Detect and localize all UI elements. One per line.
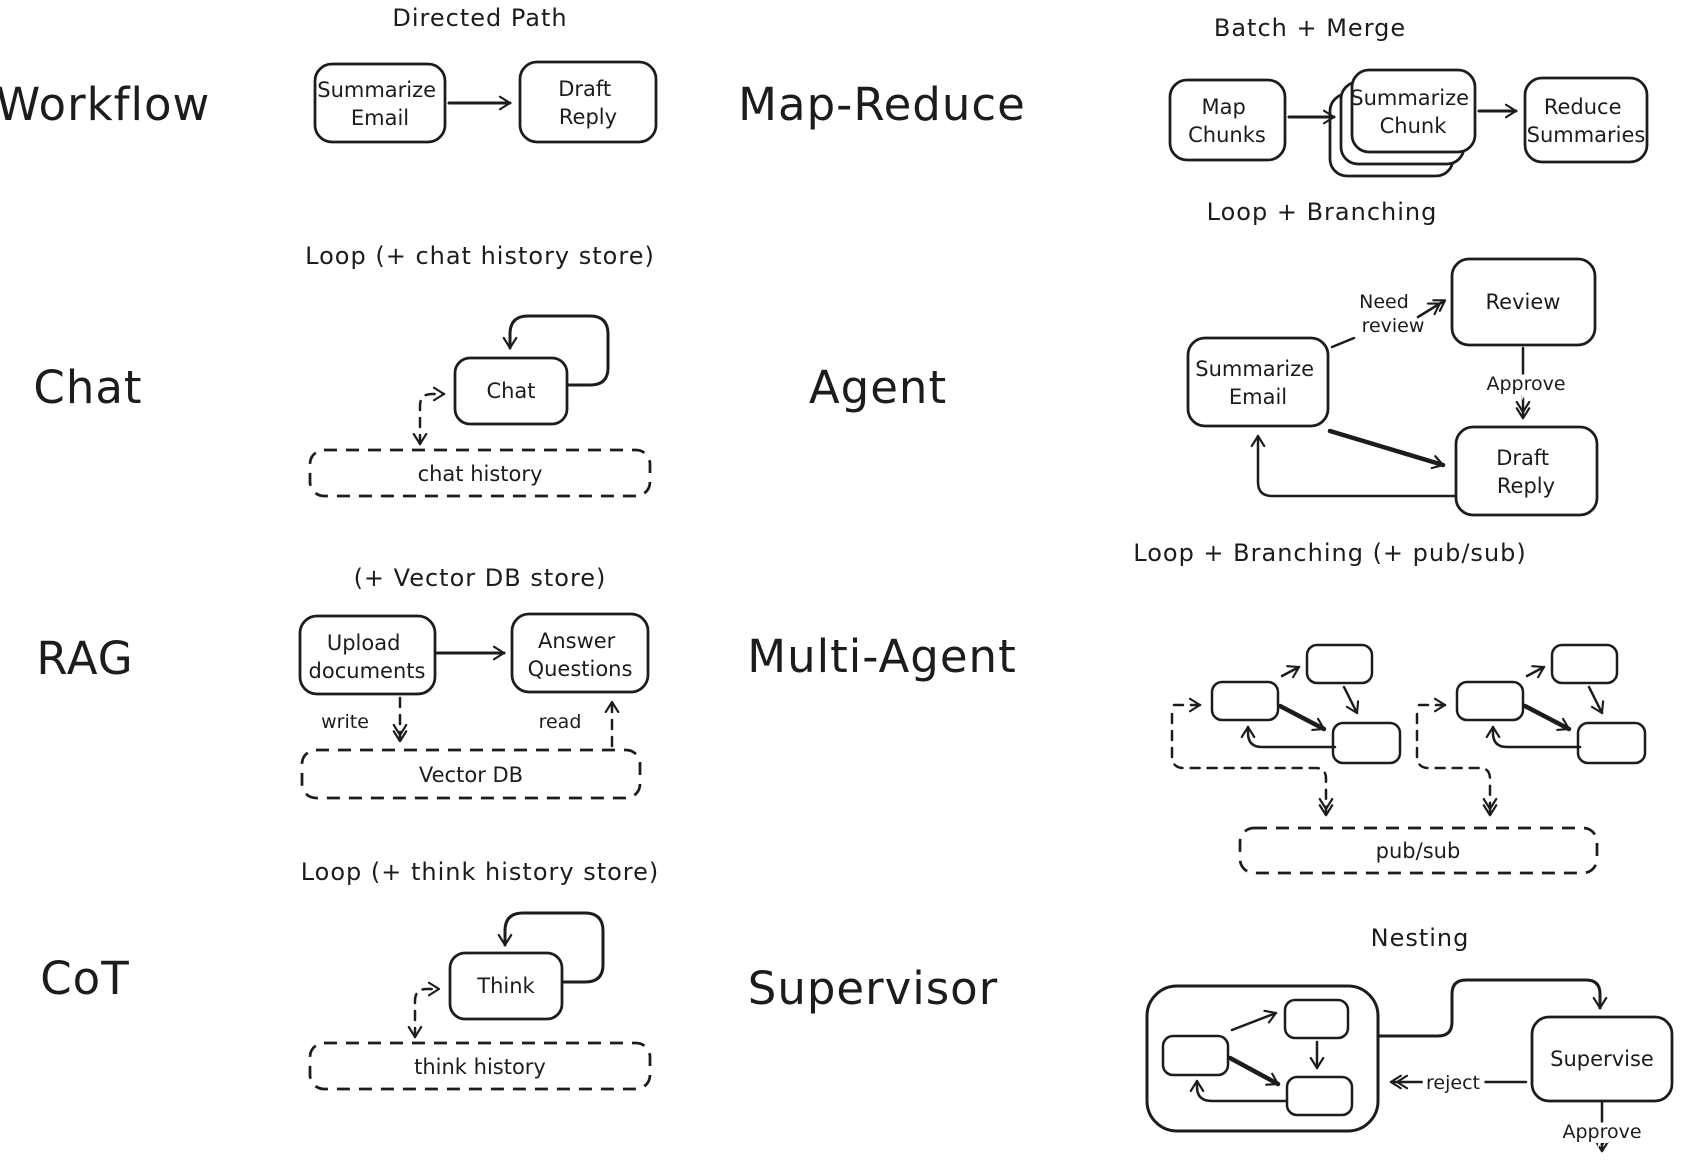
edge-supervise-approve-label: Approve bbox=[1562, 1121, 1641, 1143]
edge-chat-history-link bbox=[412, 386, 446, 446]
mini-edge bbox=[1525, 665, 1546, 679]
workflow-section: Workflow Directed Path Summarize Email D… bbox=[0, 4, 658, 144]
node-supervise-label: Supervise bbox=[1550, 1047, 1654, 1071]
edge-container-to-supervise bbox=[1376, 978, 1608, 1038]
store-chat-history-label: chat history bbox=[418, 462, 543, 486]
edge-need-review-label: Need review bbox=[1359, 291, 1424, 337]
rag-title: (+ Vector DB store) bbox=[354, 564, 607, 592]
chat-section: Chat Loop (+ chat history store) Chat ch… bbox=[33, 242, 655, 498]
store-chat-history bbox=[308, 448, 652, 498]
mini-edge-loop bbox=[1240, 725, 1337, 749]
map-reduce-label: Map-Reduce bbox=[738, 78, 1026, 131]
node-agent-draft-reply bbox=[1454, 425, 1599, 517]
edge-cluster-to-pubsub bbox=[1170, 712, 1334, 817]
node-summarize-email-label: Summarize Email bbox=[317, 78, 443, 130]
edge-think-history-link bbox=[407, 981, 441, 1039]
mini-node bbox=[1331, 721, 1402, 765]
mini-node bbox=[1305, 643, 1374, 685]
edge-read-label: read bbox=[539, 711, 582, 733]
mini-edge-loop bbox=[1189, 1079, 1289, 1103]
workflow-title: Directed Path bbox=[392, 4, 567, 32]
node-summarize-chunk bbox=[1350, 68, 1477, 154]
multi-agent-label: Multi-Agent bbox=[747, 630, 1016, 683]
node-reduce-summaries bbox=[1523, 76, 1649, 164]
node-think-label: Think bbox=[476, 974, 535, 998]
node-chat-label: Chat bbox=[486, 379, 535, 403]
chat-label: Chat bbox=[33, 361, 142, 414]
node-review-label: Review bbox=[1486, 290, 1561, 314]
node-reduce-summaries-label: Reduce Summaries bbox=[1527, 95, 1646, 147]
edge-cluster-to-pubsub bbox=[1415, 712, 1498, 817]
mini-edge bbox=[1342, 685, 1360, 715]
edge-summarize-to-draft-agent bbox=[1327, 428, 1446, 470]
multi-agent-cluster-right bbox=[1415, 643, 1647, 817]
store-pub-sub bbox=[1238, 826, 1599, 875]
agent-section: Agent Loop + Branching Review Summarize … bbox=[809, 198, 1599, 517]
store-vector-db-label: Vector DB bbox=[419, 763, 523, 787]
node-think bbox=[448, 951, 564, 1021]
multi-agent-section: Multi-Agent Loop + Branching (+ pub/sub) bbox=[747, 539, 1647, 875]
rag-section: RAG (+ Vector DB store) Upload documents… bbox=[36, 564, 650, 800]
mini-node bbox=[1161, 1034, 1230, 1077]
map-reduce-section: Map-Reduce Batch + Merge Map Chunks Summ… bbox=[738, 14, 1649, 178]
agent-title: Loop + Branching bbox=[1207, 198, 1438, 226]
mini-node bbox=[1210, 680, 1280, 722]
mini-node bbox=[1455, 680, 1525, 722]
store-think-history bbox=[308, 1041, 652, 1091]
mini-edge bbox=[1587, 685, 1605, 715]
node-map-chunks-label: Map Chunks bbox=[1188, 95, 1266, 147]
node-answer-questions bbox=[510, 612, 650, 694]
map-reduce-title: Batch + Merge bbox=[1214, 14, 1406, 42]
edge-draft-loop-back bbox=[1250, 434, 1458, 498]
rag-label: RAG bbox=[36, 632, 133, 685]
node-summarize-email bbox=[313, 62, 447, 144]
node-draft-reply bbox=[518, 60, 658, 144]
supervisor-section: Supervisor Nesting Supervise reject Appr… bbox=[748, 924, 1674, 1153]
edge-think-self-loop bbox=[497, 911, 605, 984]
supervisor-title: Nesting bbox=[1371, 924, 1470, 952]
cot-title: Loop (+ think history store) bbox=[301, 858, 660, 886]
mini-node bbox=[1550, 643, 1619, 685]
mini-edge-loop bbox=[1485, 725, 1582, 749]
edge-need-review-stub bbox=[1330, 336, 1356, 349]
node-draft-reply-label: Draft Reply bbox=[558, 77, 618, 129]
multi-agent-cluster-left bbox=[1170, 643, 1402, 817]
store-think-history-label: think history bbox=[414, 1055, 546, 1079]
edge-write-label: write bbox=[321, 711, 369, 733]
node-agent-summarize-email-label: Summarize Email bbox=[1195, 357, 1321, 409]
mini-node bbox=[1576, 721, 1647, 765]
node-agent-draft-reply-label: Draft Reply bbox=[1496, 446, 1556, 498]
multi-agent-title: Loop + Branching (+ pub/sub) bbox=[1133, 539, 1527, 567]
mini-edge-thick bbox=[1277, 703, 1327, 732]
node-agent-summarize-email bbox=[1186, 336, 1330, 428]
store-pub-sub-label: pub/sub bbox=[1376, 839, 1461, 863]
supervisor-label: Supervisor bbox=[748, 962, 998, 1015]
node-review bbox=[1450, 257, 1597, 347]
node-chat bbox=[453, 356, 569, 426]
mini-edge bbox=[1280, 665, 1301, 679]
chat-title: Loop (+ chat history store) bbox=[305, 242, 655, 270]
workflow-label: Workflow bbox=[0, 78, 210, 131]
edge-chat-self-loop bbox=[502, 314, 610, 387]
mini-node bbox=[1285, 1075, 1354, 1117]
cot-section: CoT Loop (+ think history store) Think t… bbox=[40, 858, 660, 1091]
node-map-chunks bbox=[1168, 78, 1287, 162]
mini-node bbox=[1283, 998, 1350, 1040]
agent-label: Agent bbox=[809, 361, 947, 414]
nested-agent-container bbox=[1145, 984, 1380, 1133]
mini-edge-thick bbox=[1227, 1055, 1281, 1087]
store-vector-db bbox=[300, 748, 642, 800]
edge-reject-label: reject bbox=[1426, 1072, 1480, 1094]
mini-edge bbox=[1230, 1009, 1278, 1032]
edge-need-review bbox=[1416, 299, 1447, 319]
node-answer-questions-label: Answer Questions bbox=[528, 629, 633, 681]
node-upload-documents-label: Upload documents bbox=[309, 631, 426, 683]
node-upload-documents bbox=[298, 614, 437, 696]
mini-edge-thick bbox=[1522, 703, 1572, 732]
edge-approve-label: Approve bbox=[1486, 373, 1565, 395]
cot-label: CoT bbox=[40, 952, 129, 1005]
node-summarize-chunk-label: Summarize Chunk bbox=[1350, 86, 1476, 138]
